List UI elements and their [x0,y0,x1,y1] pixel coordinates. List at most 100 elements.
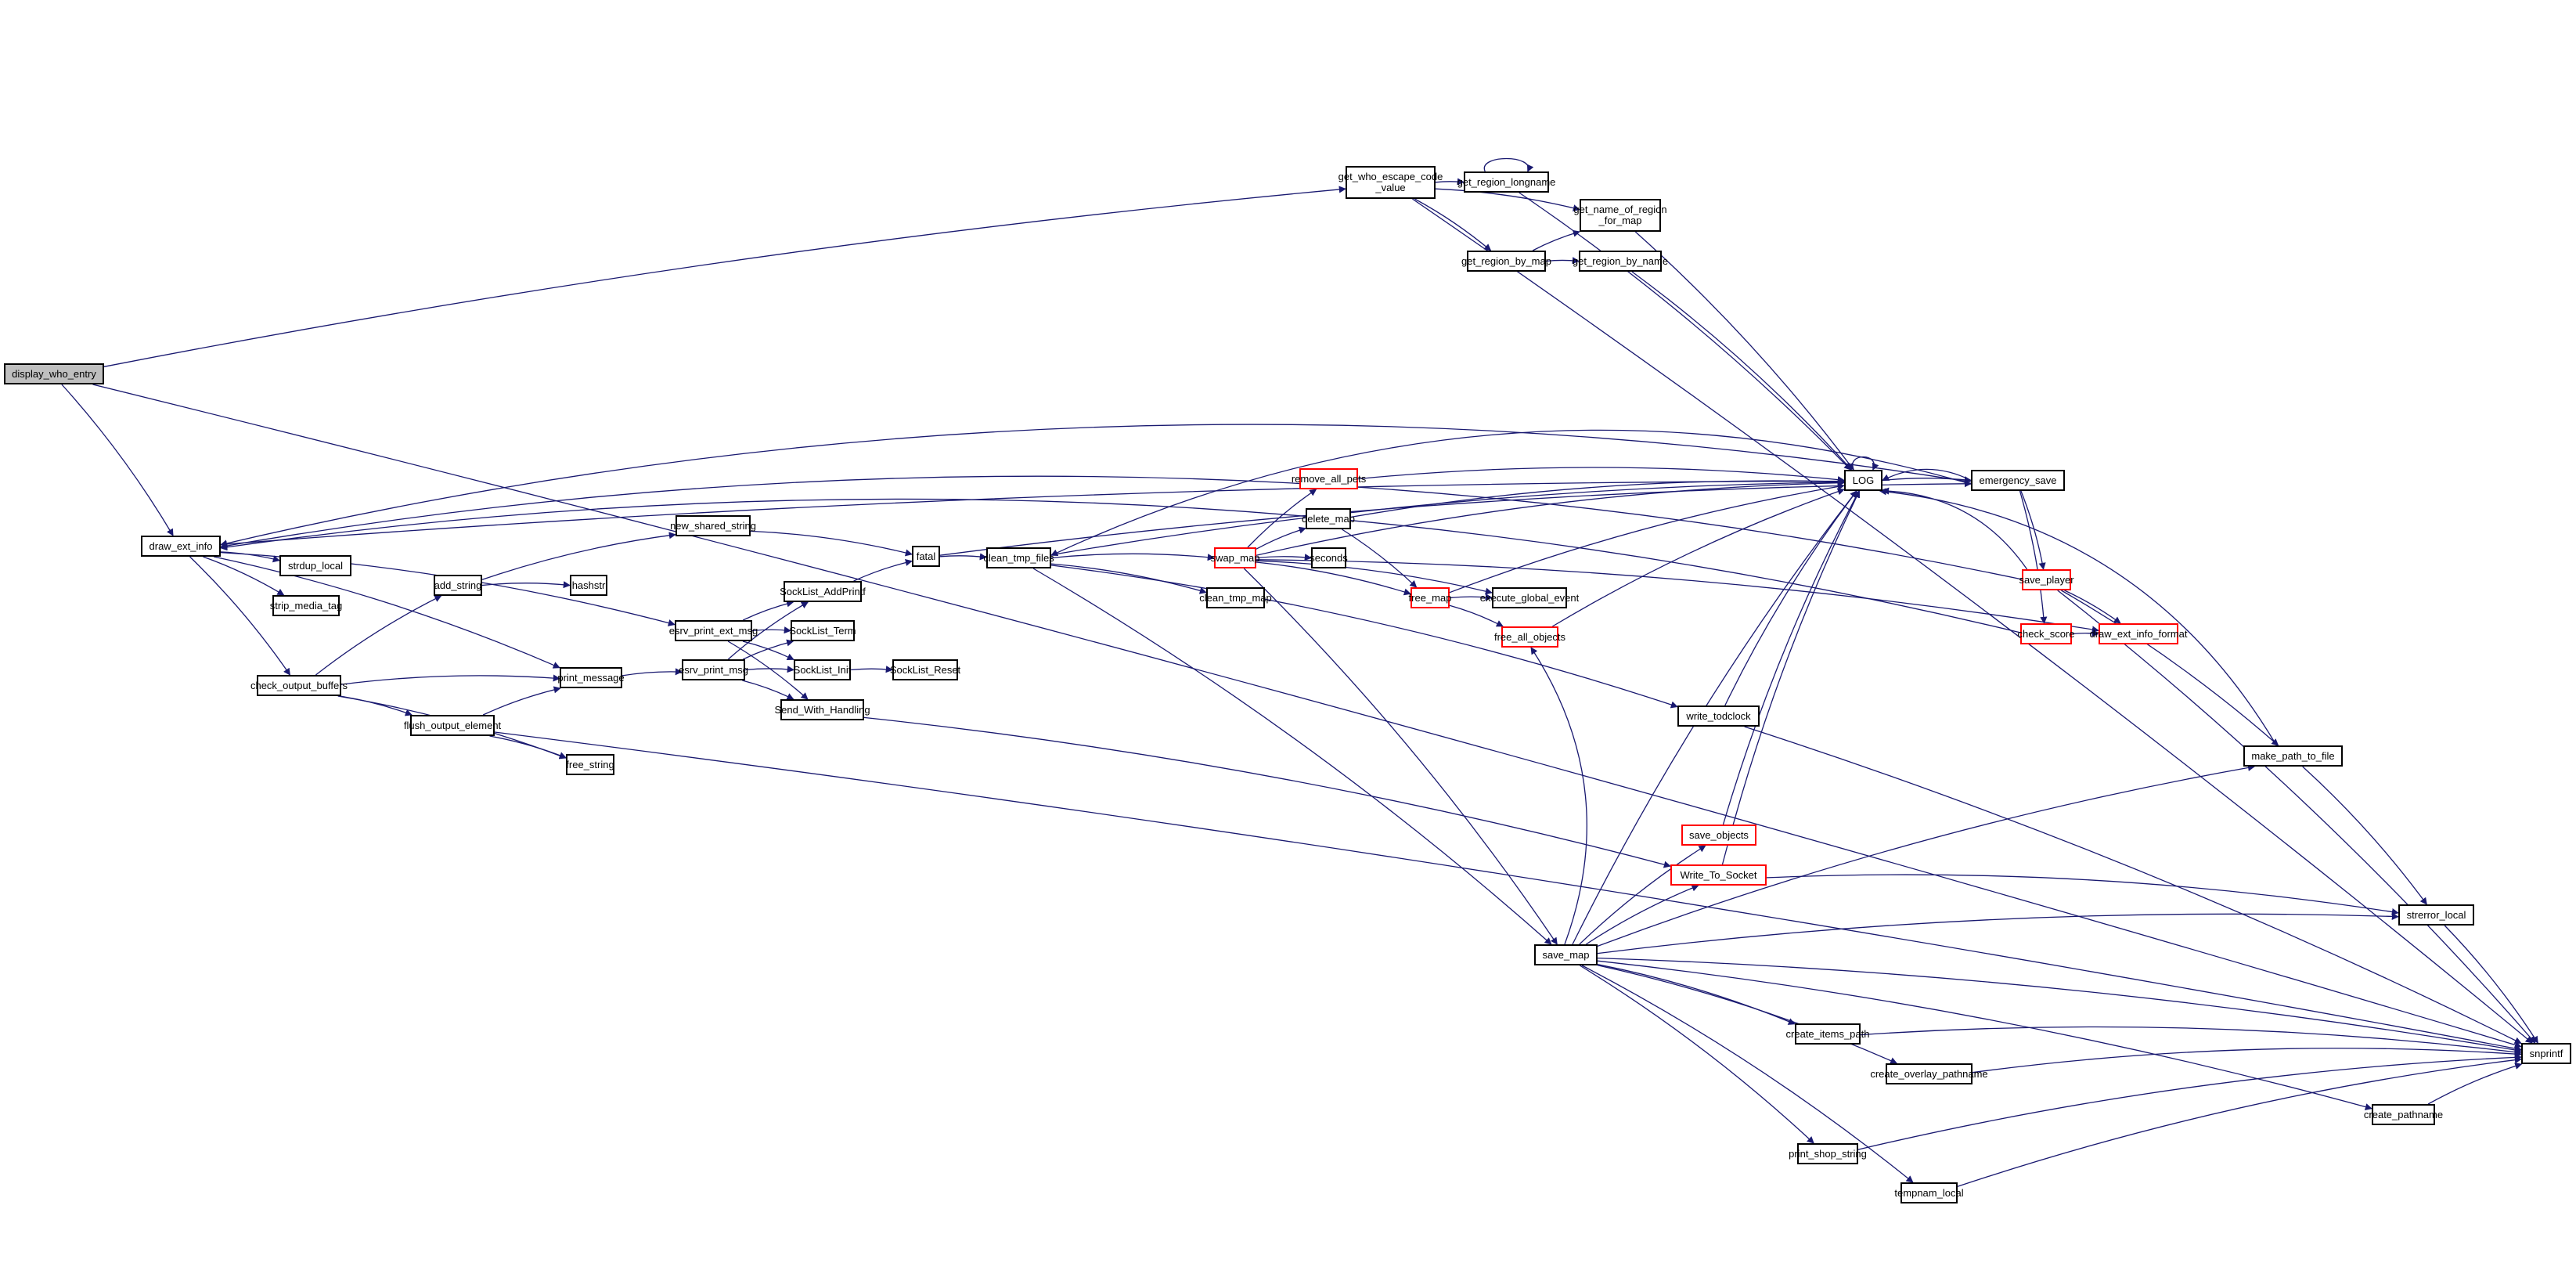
node-save-objects[interactable]: save_objects [1681,825,1756,846]
node-check-output-buffers[interactable]: check_output_buffers [250,675,348,696]
edge-get_who_escape_code_value-to-snprintf [1412,198,2533,1044]
edge-get_name_of_region_for_map-to-LOG [1634,231,1854,471]
edge-flush_output_element-to-free_string [489,735,567,759]
node-fatal[interactable]: fatal [912,546,940,567]
node-socklist-term[interactable]: SockList_Term [789,620,856,641]
node-write-todclock[interactable]: write_todclock [1677,705,1760,727]
node-clean-tmp-map[interactable]: clean_tmp_map [1199,587,1272,608]
node-get-region-by-name[interactable]: get_region_by_name [1573,251,1668,272]
node-clean-tmp-files[interactable]: clean_tmp_files [983,547,1054,568]
node-save-player[interactable]: save_player [2019,569,2074,590]
node-emergency-save[interactable]: emergency_save [1971,470,2065,491]
edge-remove_all_pets-to-LOG [1357,467,1845,484]
edge-save_map-to-strerror_local [1597,912,2399,954]
node-delete-map[interactable]: delete_map [1302,508,1355,529]
node-hashstr[interactable]: hashstr [570,575,607,596]
edge-free_map-to-LOG [1449,482,1845,594]
edge-create_overlay_pathname-to-snprintf [1972,1048,2522,1074]
node-swap-map[interactable]: swap_map [1211,547,1259,568]
edge-write_todclock-to-LOG [1724,490,1857,706]
node-create-items-path[interactable]: create_items_path [1786,1023,1869,1045]
edge-esrv_print_msg-to-SockList_Term [742,639,794,660]
edge-save_map-to-Write_To_Socket [1585,884,1699,945]
edge-emergency_save-to-save_player [2020,490,2046,570]
node-seconds[interactable]: seconds [1310,547,1348,568]
edge-SockList_AddPrintf-to-fatal [853,559,913,582]
edge-clean_tmp_files-to-swap_map [1050,553,1215,561]
edge-tempnam_local-to-snprintf [1957,1056,2522,1187]
edge-get_who_escape_code_value-to-get_name_of_region_for_map [1435,188,1580,212]
node-esrv-print-ext-msg[interactable]: esrv_print_ext_msg [669,620,758,641]
node-save-map[interactable]: save_map [1534,944,1598,965]
edge-esrv_print_ext_msg-to-SockList_Init [742,640,794,660]
edge-Write_To_Socket-to-LOG [1721,490,1861,865]
edge-swap_map-to-execute_global_event [1256,560,1493,595]
node-tempnam-local[interactable]: tempnam_local [1894,1182,1964,1203]
edge-display_who_entry-to-draw_ext_info [61,384,174,536]
node-add-string[interactable]: add_string [434,575,482,596]
edge-create_pathname-to-snprintf [2427,1063,2523,1105]
edge-get_region_longname-to-LOG [1519,192,1851,471]
edge-save_map-to-save_objects [1579,845,1706,945]
edge-get_region_longname-to-get_region_longname [1483,157,1534,172]
node-strerror-local[interactable]: strerror_local [2398,904,2474,926]
node-flush-output-element[interactable]: flush_output_element [404,715,501,736]
node-execute-global-event[interactable]: execute_global_event [1480,587,1579,608]
node-socklist-reset[interactable]: SockList_Reset [890,659,960,680]
node-write-to-socket[interactable]: Write_To_Socket [1670,864,1767,886]
edge-save_player-to-draw_ext_info_format [2064,590,2121,624]
node-get-region-longname[interactable]: get_region_longname [1457,171,1555,193]
node-snprintf[interactable]: snprintf [2521,1043,2571,1064]
node-check-score[interactable]: check_score [2018,623,2075,644]
edge-create_items_path-to-snprintf [1860,1026,2522,1056]
edge-emergency_save-to-LOG [1882,468,1972,482]
node-remove-all-pets[interactable]: remove_all_pets [1292,468,1366,489]
node-make-path-to-file[interactable]: make_path_to_file [2243,745,2343,767]
edge-save_player-to-snprintf [2057,590,2536,1044]
edge-strerror_local-to-snprintf [2444,925,2538,1044]
edge-check_output_buffers-to-print_message [340,674,560,685]
edge-save_map-to-free_all_objects [1530,647,1587,945]
edge-swap_map-to-remove_all_pets [1247,489,1317,548]
node-display-who-entry[interactable]: display_who_entry [4,363,104,384]
edge-new_shared_string-to-fatal [750,530,913,557]
node-esrv-print-msg[interactable]: esrv_print_msg [679,659,748,680]
node-send-with-handling[interactable]: Send_With_Handling [774,699,870,720]
node-free-string[interactable]: free_string [566,754,614,775]
edge-esrv_print_msg-to-Send_With_Handling [742,680,794,700]
edge-emergency_save-to-check_score [2019,490,2048,624]
node-draw-ext-info[interactable]: draw_ext_info [141,536,221,557]
node-socklist-init[interactable]: SockList_Init [794,659,851,680]
node-create-pathname[interactable]: create_pathname [2364,1104,2443,1125]
edge-save_map-to-print_shop_string [1579,965,1814,1144]
edge-print_shop_string-to-snprintf [1857,1053,2522,1150]
node-free-map[interactable]: free_map [1409,587,1451,608]
edge-save_map-to-create_items_path [1597,964,1796,1025]
edge-flush_output_element-to-snprintf [494,731,2522,1052]
node-print-message[interactable]: print_message [557,667,625,688]
node-strdup-local[interactable]: strdup_local [279,555,351,576]
edge-print_message-to-esrv_print_msg [621,668,683,677]
node-log[interactable]: LOG [1844,470,1882,491]
edge-display_who_entry-to-get_who_escape_code_value [103,186,1346,367]
edge-esrv_print_ext_msg-to-SockList_AddPrintf [742,600,794,621]
edge-save_map-to-tempnam_local [1581,965,1914,1183]
node-socklist-addprintf[interactable]: SockList_AddPrintf [780,581,866,602]
node-print-shop-string[interactable]: print_shop_string [1789,1143,1867,1164]
edge-delete_map-to-LOG [1350,478,1845,518]
edge-save_player-to-draw_ext_info [220,475,2023,580]
node-get-name-of-region-for-map[interactable]: get_name_of_region _for_map [1573,199,1667,232]
edge-make_path_to_file-to-LOG [1879,488,2277,746]
node-get-who-escape-code-value[interactable]: get_who_escape_code _value [1338,166,1443,199]
node-get-region-by-map[interactable]: get_region_by_map [1461,251,1551,272]
edge-make_path_to_file-to-strerror_local [2302,766,2427,905]
edge-swap_map-to-free_map [1256,561,1411,596]
node-new-shared-string[interactable]: new_shared_string [670,515,756,536]
node-free-all-objects[interactable]: free_all_objects [1494,626,1565,648]
node-strip-media-tag[interactable]: strip_media_tag [270,595,342,616]
node-draw-ext-info-format[interactable]: draw_ext_info_format [2090,623,2188,644]
edge-swap_map-to-draw_ext_info_format [1256,559,2099,633]
node-create-overlay-pathname[interactable]: create_overlay_pathname [1870,1063,1988,1084]
